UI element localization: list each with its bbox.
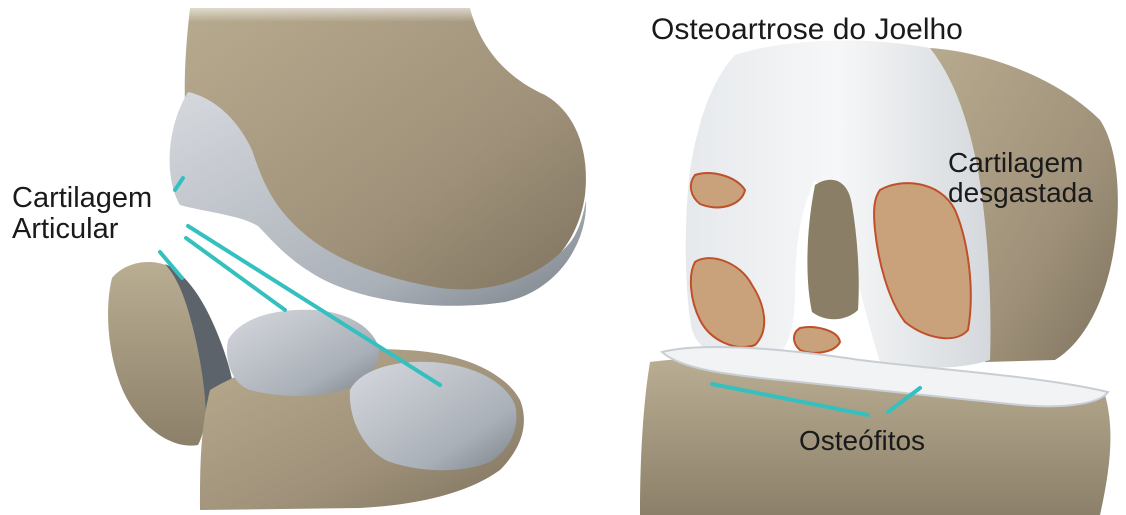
label-text: Cartilagem desgastada	[948, 147, 1093, 208]
page-title: Osteoartrose do Joelho	[651, 14, 963, 46]
label-osteofitos: Osteófitos	[799, 426, 925, 456]
label-text: Cartilagem Articular	[12, 182, 152, 245]
left-knee-section	[108, 0, 586, 510]
label-cartilagem-articular: Cartilagem Articular	[12, 183, 152, 246]
pointer-line	[186, 238, 285, 310]
lesion	[794, 327, 840, 353]
label-cartilagem-desgastada: Cartilagem desgastada	[948, 148, 1093, 208]
femur-top-fade	[186, 0, 486, 22]
intercondylar-notch	[807, 180, 858, 320]
